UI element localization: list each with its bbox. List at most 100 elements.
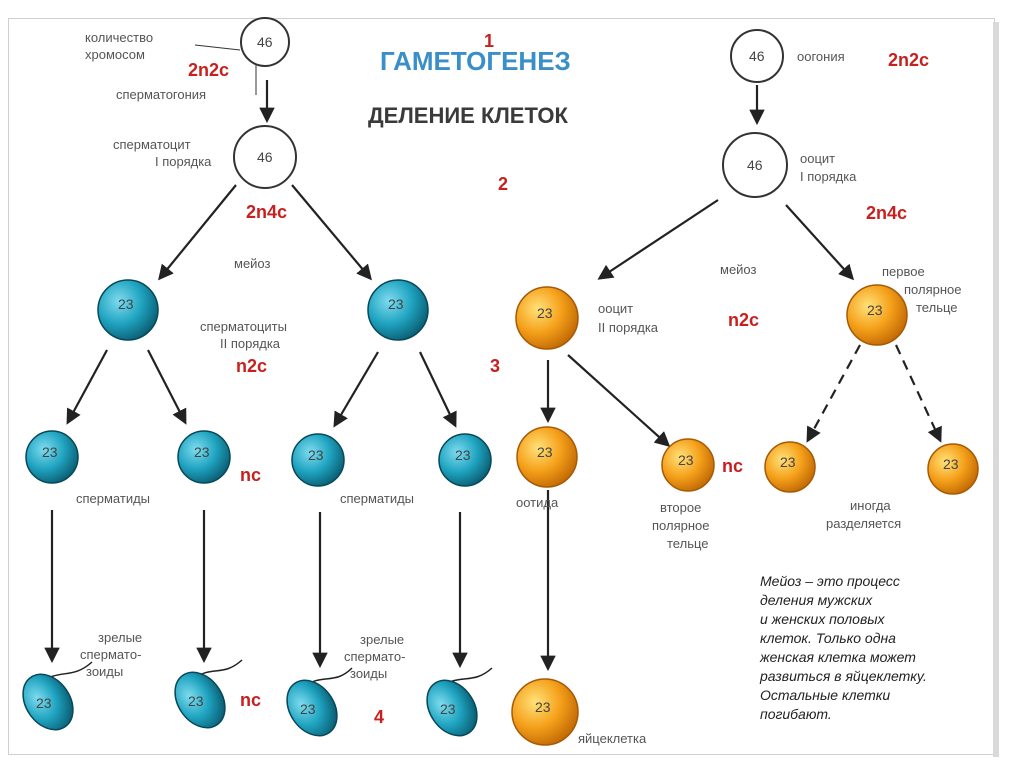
oogonia-chrom: 46 — [749, 48, 765, 64]
label-spermatids-left: сперматиды — [76, 491, 150, 506]
step-number-3: 3 — [490, 356, 500, 376]
label-spermatocyte1-1: сперматоцит — [113, 137, 191, 152]
spermatozoon-4-chrom: 23 — [440, 701, 456, 717]
spermatid-3-chrom: 23 — [308, 447, 324, 463]
label-chrom-count-2: хромосом — [85, 47, 145, 62]
diagram-frame — [8, 18, 995, 755]
step-number-2: 2 — [498, 174, 508, 194]
label-polar2-3: тельце — [667, 536, 709, 551]
spermatid-4-cell — [438, 433, 492, 487]
spermatozoon-1-chrom: 23 — [36, 695, 52, 711]
polar-body2-chrom: 23 — [678, 452, 694, 468]
egg-cell — [511, 678, 579, 746]
label-sometimes-1: иногда — [850, 498, 891, 513]
egg-chrom: 23 — [535, 699, 551, 715]
female-arrows — [540, 85, 855, 672]
step-number-1: 1 — [484, 31, 494, 51]
formula-2n4c-male: 2n4c — [246, 202, 287, 222]
label-oocyte2-1: ооцит — [598, 301, 633, 316]
spermatid-1-cell — [25, 430, 79, 484]
main-title: ГАМЕТОГЕНЕЗ — [380, 46, 571, 76]
formula-nc-female: nc — [722, 456, 743, 476]
label-mature-left-1: зрелые — [98, 630, 142, 645]
label-oogonia: оогония — [797, 49, 845, 64]
label-chrom-count-1: количество — [85, 30, 153, 45]
ootid-chrom: 23 — [537, 444, 553, 460]
spermatid-3-cell — [291, 433, 345, 487]
note-line-2: деления мужских — [760, 592, 873, 608]
sub-title: ДЕЛЕНИЕ КЛЕТОК — [368, 103, 568, 128]
step-number-4: 4 — [374, 707, 384, 727]
formula-2n2c-female: 2n2c — [888, 50, 929, 70]
spermatozoon-2-chrom: 23 — [188, 693, 204, 709]
ootid-cell — [516, 426, 578, 488]
oocyte1-chrom: 46 — [747, 157, 763, 173]
oocyte2-cell — [515, 286, 579, 350]
formula-nc-spermatozoa: nc — [240, 690, 261, 710]
label-egg: яйцеклетка — [578, 731, 647, 746]
label-mature-left-3: зоиды — [86, 664, 123, 679]
note-line-1: Мейоз – это процесс — [760, 573, 900, 589]
spermatocyte1-cell — [233, 125, 297, 189]
label-oocyte2-2: II порядка — [598, 320, 659, 335]
label-oocyte1-1: ооцит — [800, 151, 835, 166]
label-spermatocyte1-2: I порядка — [155, 154, 212, 169]
label-polar1-1: первое — [882, 264, 925, 279]
label-mature-right-1: зрелые — [360, 632, 404, 647]
polar-body2-cell — [661, 438, 715, 492]
chrom-pointer-line — [194, 44, 241, 51]
label-spermatocytes2-1: сперматоциты — [200, 319, 287, 334]
spermatogonia-chrom: 46 — [257, 34, 273, 50]
meiosis-note: Мейоз – это процесс деления мужских и же… — [759, 573, 927, 722]
label-spermatids-right: сперматиды — [340, 491, 414, 506]
note-line-6: развиться в яйцеклетку. — [759, 668, 927, 684]
frame-shadow — [993, 22, 999, 757]
label-mature-left-2: сперматo- — [80, 647, 141, 662]
note-line-4: клеток. Только одна — [760, 630, 896, 646]
spermatocyte2-right-chrom: 23 — [388, 296, 404, 312]
label-spermatocytes2-2: II порядка — [220, 336, 281, 351]
polar-body1-daughter-a — [764, 441, 816, 493]
oocyte2-chrom: 23 — [537, 305, 553, 321]
polar-body1-daughter-a-chrom: 23 — [780, 454, 796, 470]
polar-body1-daughter-b-chrom: 23 — [943, 456, 959, 472]
spermatozoon-3: 23 — [286, 667, 353, 737]
formula-2n4c-female: 2n4c — [866, 203, 907, 223]
label-mature-right-2: сперматo- — [344, 649, 405, 664]
formula-nc-male: nc — [240, 465, 261, 485]
formula-n2c-female: n2c — [728, 310, 759, 330]
oogonia-cell — [730, 29, 784, 83]
spermatid-4-chrom: 23 — [455, 447, 471, 463]
spermatid-1-chrom: 23 — [42, 444, 58, 460]
note-line-7: Остальные клетки — [760, 687, 890, 703]
label-polar1-2: полярное — [904, 282, 961, 297]
polar-body1-daughter-b — [927, 443, 979, 495]
spermatocyte1-chrom: 46 — [257, 149, 273, 165]
label-polar2-2: полярное — [652, 518, 709, 533]
spermatocyte2-right-cell — [367, 279, 429, 341]
label-spermatogonia: сперматогония — [116, 87, 206, 102]
spermatozoon-4: 23 — [426, 667, 493, 737]
note-line-5: женская клетка может — [759, 649, 916, 665]
label-polar2-1: второе — [660, 500, 701, 515]
formula-2n2c-male: 2n2c — [188, 60, 229, 80]
spermatid-2-chrom: 23 — [194, 444, 210, 460]
formula-n2c-male: n2c — [236, 356, 267, 376]
note-line-3: и женских половых — [760, 611, 886, 627]
spermatozoon-1: 23 — [22, 661, 93, 731]
female-dashed-arrows — [806, 344, 942, 443]
male-arrows — [44, 80, 468, 669]
label-meiosis-female: мейоз — [720, 262, 757, 277]
label-meiosis-male: мейоз — [234, 256, 271, 271]
spermatid-2-cell — [177, 430, 231, 484]
label-polar1-3: тельце — [916, 300, 958, 315]
spermatozoon-2: 23 — [174, 659, 243, 729]
spermatocyte2-left-chrom: 23 — [118, 296, 134, 312]
polar-body1-cell — [846, 284, 908, 346]
note-line-8: погибают. — [760, 706, 832, 722]
label-sometimes-2: разделяется — [826, 516, 901, 531]
label-ootid: оотида — [516, 495, 559, 510]
oocyte1-cell — [722, 132, 788, 198]
spermatogonia-cell — [240, 17, 290, 67]
